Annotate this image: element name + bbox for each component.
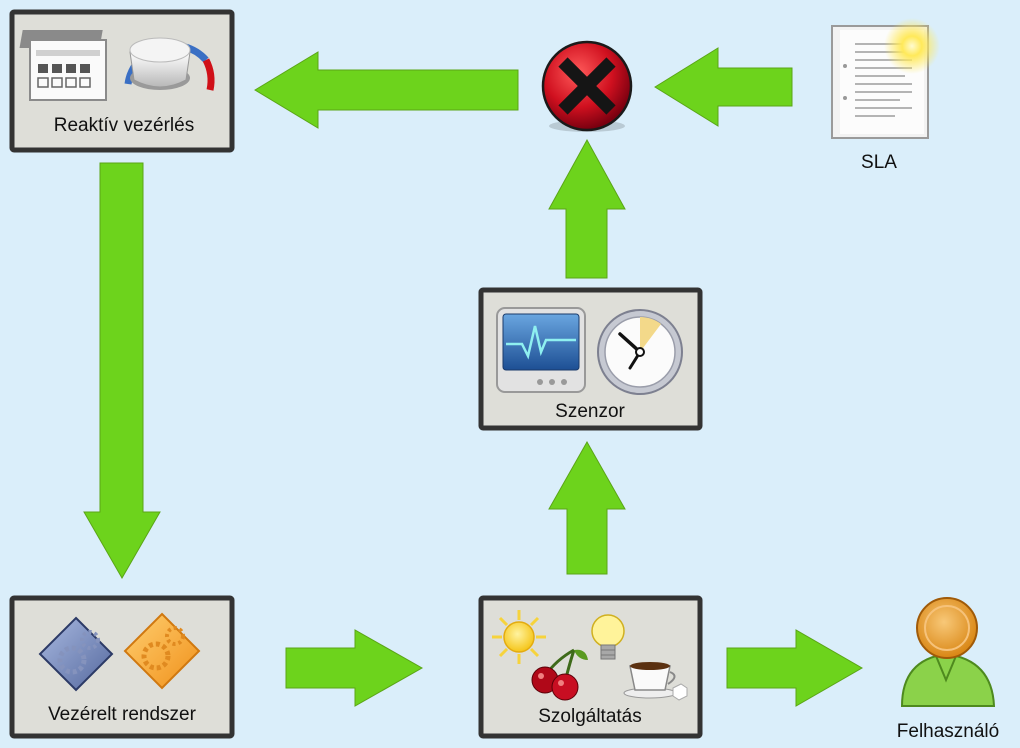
sun-icon [492, 610, 546, 664]
orange-gear-icon [123, 612, 201, 690]
coffee-cup-icon [623, 662, 688, 701]
clock-icon [597, 309, 683, 395]
node-reactive-control: Reaktív vezérlés [9, 9, 235, 153]
node-label-reactive-control: Reaktív vezérlés [54, 115, 194, 136]
node-controlled-system: Vezérelt rendszer [9, 595, 235, 739]
arrow-service-to-sensor [548, 440, 626, 575]
cherries-icon [531, 648, 588, 701]
node-service: Szolgáltatás [478, 595, 703, 739]
control-panel-icon [19, 30, 107, 101]
arrow-controlled-to-service [285, 629, 424, 707]
node-label-service: Szolgáltatás [538, 706, 642, 727]
node-label-sensor: Szenzor [555, 401, 625, 422]
monitor-icon [496, 307, 586, 393]
node-label-controlled-system: Vezérelt rendszer [48, 704, 197, 725]
user-icon [900, 597, 996, 707]
node-label-user: Felhasználó [897, 721, 999, 742]
node-label-sla: SLA [861, 152, 897, 173]
lightbulb-icon [591, 614, 625, 660]
sla-node: SLA [831, 18, 940, 173]
error-icon [541, 40, 633, 132]
document-icon [831, 18, 940, 139]
blue-gear-icon [38, 616, 114, 692]
arrow-sla-to-error [654, 47, 793, 127]
arrow-reactive-to-controlled [83, 162, 161, 580]
node-sensor: Szenzor [478, 287, 703, 431]
arrow-sensor-to-error [548, 138, 626, 279]
arrow-service-to-user [726, 629, 864, 707]
knob-icon [124, 37, 215, 91]
user-node: Felhasználó [897, 597, 999, 742]
arrow-error-to-reactive [254, 51, 519, 129]
